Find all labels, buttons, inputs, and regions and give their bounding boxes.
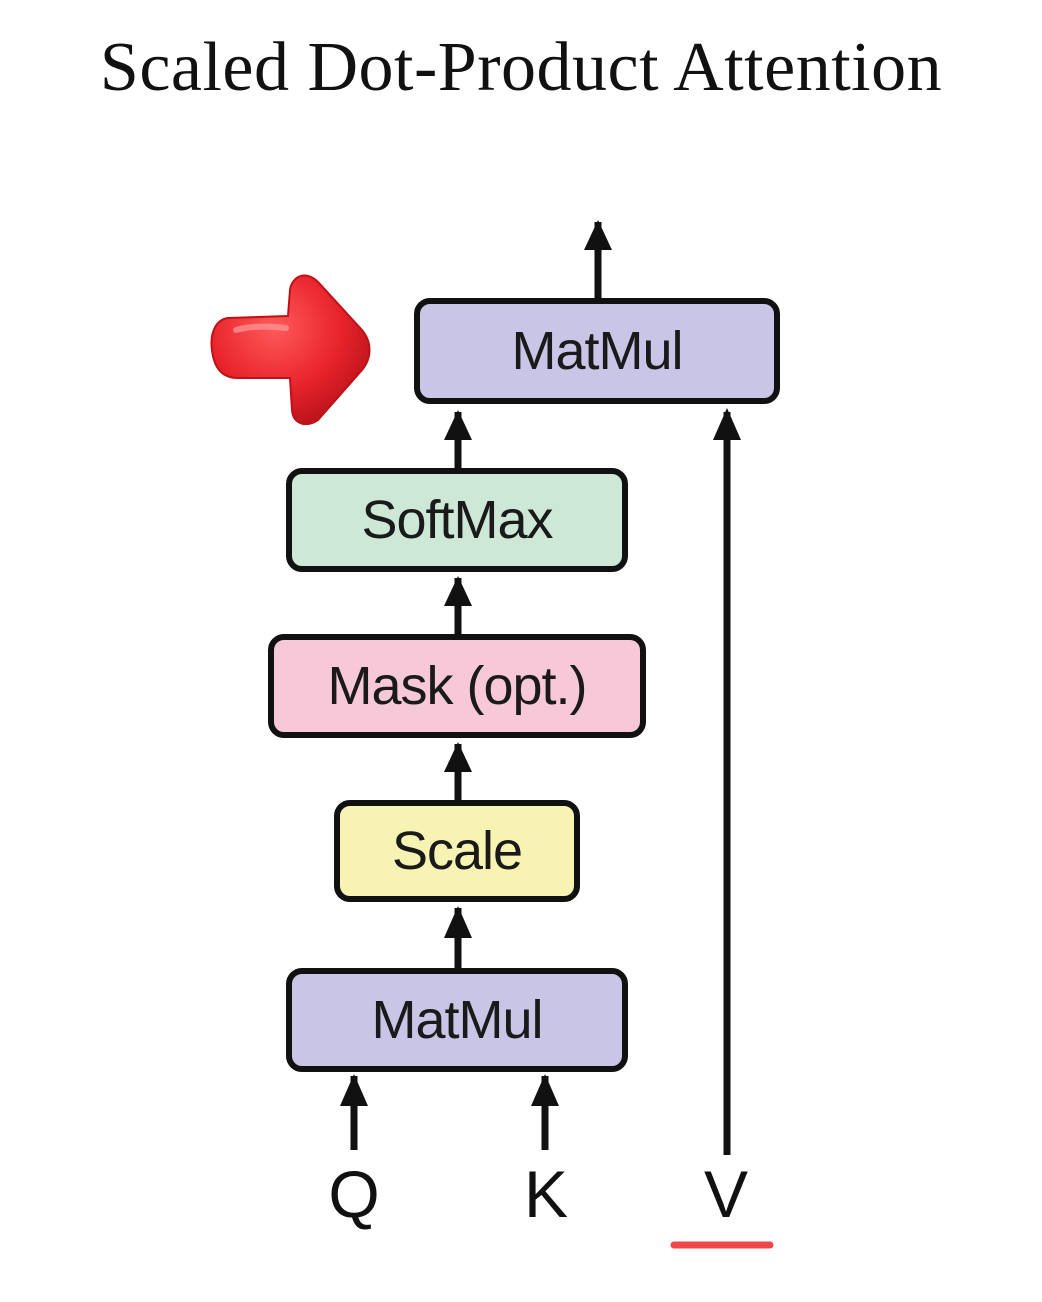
mask-block: Mask (opt.) [268,634,646,738]
scale-label: Scale [391,821,523,881]
matmul-top-label: MatMul [511,321,683,381]
red-arrow-icon [210,274,371,426]
matmul-bottom-block: MatMul [286,968,628,1072]
softmax-label: SoftMax [361,490,553,550]
k-label: K [523,1157,569,1231]
mask-label: Mask (opt.) [327,656,587,716]
q-label: Q [328,1157,380,1231]
matmul-bottom-label: MatMul [371,990,543,1050]
scale-block: Scale [334,800,580,902]
matmul-top-block: MatMul [414,298,780,404]
diagram-title: Scaled Dot-Product Attention [99,29,943,106]
output-arrowhead [584,220,612,250]
softmax-block: SoftMax [286,468,628,572]
v-label: V [703,1157,749,1231]
